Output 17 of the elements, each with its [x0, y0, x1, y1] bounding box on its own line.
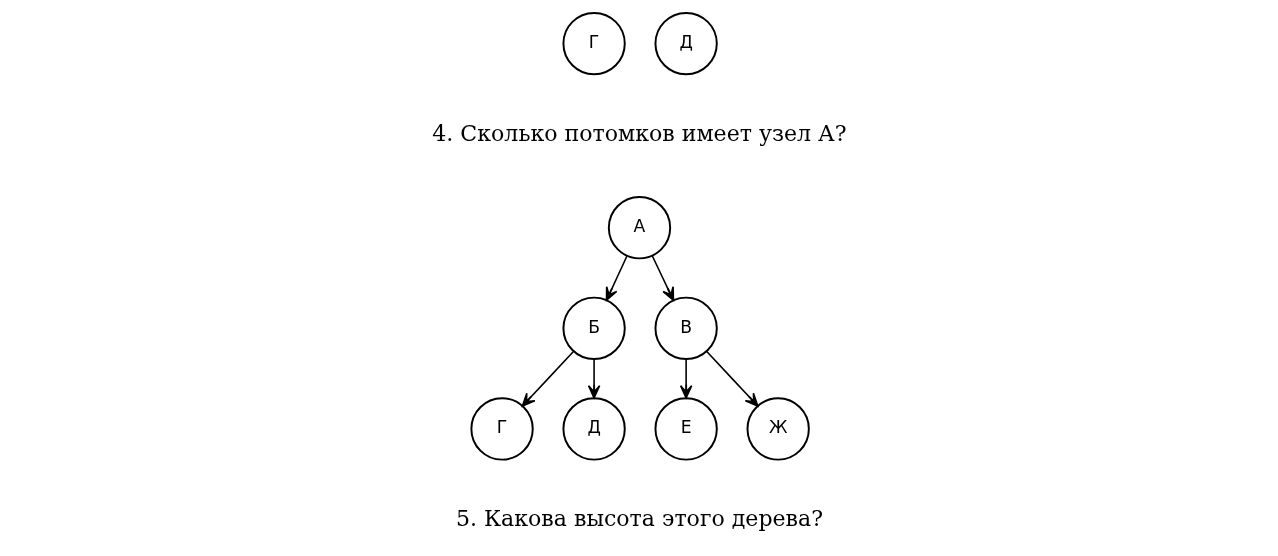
- node-circle: Г: [561, 11, 626, 76]
- node-circle: Б: [561, 296, 626, 360]
- node-circle: Д: [653, 11, 718, 76]
- node-circle: В: [653, 296, 718, 360]
- label: 4. Сколько потомков имеет узел А?: [431, 121, 847, 147]
- node-circle: Г: [469, 397, 534, 461]
- arrow: [650, 254, 674, 302]
- label: 5. Какова высота этого дерева?: [455, 506, 823, 532]
- node-circle: А: [607, 196, 671, 260]
- arrow: [521, 350, 574, 407]
- arrow: [679, 358, 692, 399]
- arrow: [705, 350, 759, 407]
- node-circle: Д: [561, 397, 626, 461]
- arrow: [605, 255, 628, 302]
- arrow: [587, 358, 600, 399]
- node-circle: Ж: [746, 397, 810, 461]
- node-circle: Е: [653, 397, 718, 461]
